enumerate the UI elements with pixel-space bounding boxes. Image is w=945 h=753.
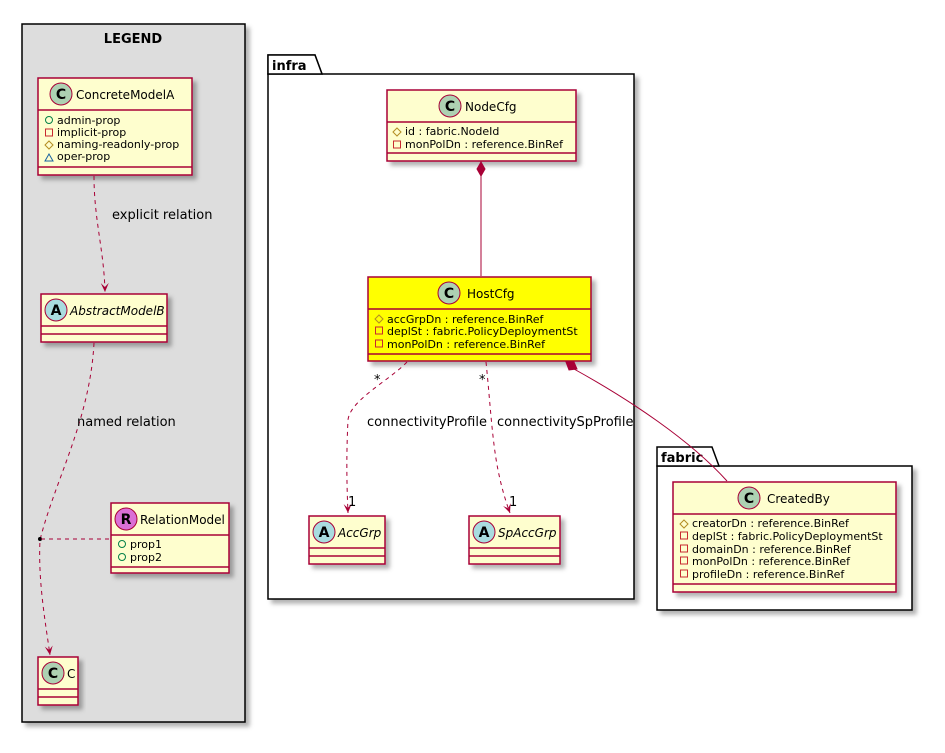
explicit-relation-arrow: explicit relation xyxy=(93,175,212,293)
class-name: SpAccGrp xyxy=(498,526,557,540)
visibility-public-icon xyxy=(118,540,126,548)
class-accgrp: A AccGrp xyxy=(308,515,386,565)
connectivity-sp-profile-arrow: * connectivitySpProfile 1 xyxy=(479,361,633,514)
visibility-private-icon xyxy=(375,339,383,348)
visibility-private-icon xyxy=(680,531,688,540)
class-hostcfg: C HostCfg accGrpDn : reference.BinRef de… xyxy=(367,276,592,362)
target-multiplicity: 1 xyxy=(509,495,517,510)
visibility-private-icon xyxy=(680,544,688,553)
composition-diamond-icon xyxy=(565,361,578,371)
visibility-protected-icon xyxy=(679,519,689,529)
svg-text:A: A xyxy=(51,303,62,319)
svg-text:C: C xyxy=(48,666,58,682)
svg-text:C: C xyxy=(744,491,754,507)
attribute: profileDn : reference.BinRef xyxy=(692,568,845,581)
svg-text:A: A xyxy=(479,525,490,541)
class-stereotype-r-icon xyxy=(114,507,138,531)
class-name: ConcreteModelA xyxy=(76,88,175,102)
visibility-public-icon xyxy=(45,116,53,124)
source-multiplicity: * xyxy=(374,373,381,388)
class-name: HostCfg xyxy=(467,287,515,301)
class-stereotype-c-icon xyxy=(49,82,73,106)
visibility-private-icon xyxy=(680,569,688,578)
composition-hostcfg-createdby xyxy=(565,361,728,482)
class-name: CreatedBy xyxy=(767,492,830,506)
attribute: deplSt : fabric.PolicyDeploymentSt xyxy=(692,530,883,543)
attribute: monPolDn : reference.BinRef xyxy=(387,338,546,351)
class-concrete-model-a: C ConcreteModelA admin-prop implicit-pro… xyxy=(37,77,193,176)
class-name: C xyxy=(67,667,75,681)
class-stereotype-c-icon xyxy=(437,281,461,305)
class-stereotype-a-icon xyxy=(312,520,336,544)
class-nodecfg: C NodeCfg id : fabric.NodeId monPolDn : … xyxy=(386,89,577,162)
attribute: prop2 xyxy=(130,551,162,564)
svg-text:A: A xyxy=(319,525,330,541)
connectivity-sp-profile-label: connectivitySpProfile xyxy=(497,415,633,430)
class-c: C C xyxy=(37,656,79,706)
visibility-protected-icon xyxy=(392,127,402,137)
named-relation-label: named relation xyxy=(77,415,176,430)
visibility-private-icon xyxy=(45,128,53,137)
attribute: domainDn : reference.BinRef xyxy=(692,543,852,556)
class-name: AccGrp xyxy=(337,526,382,540)
visibility-package-icon xyxy=(44,152,54,162)
explicit-relation-label: explicit relation xyxy=(112,208,212,223)
svg-text:R: R xyxy=(121,512,132,528)
class-name: RelationModel xyxy=(140,513,225,527)
legend-title: LEGEND xyxy=(104,32,163,47)
attribute: oper-prop xyxy=(57,150,110,163)
association-point xyxy=(38,537,42,541)
package-title: infra xyxy=(272,59,307,74)
class-stereotype-c-icon xyxy=(438,94,462,118)
connectivity-profile-arrow: * connectivityProfile 1 xyxy=(343,361,487,514)
named-relation-arrow: named relation xyxy=(38,342,176,656)
class-createdby: C CreatedBy creatorDn : reference.BinRef… xyxy=(672,481,897,593)
visibility-public-icon xyxy=(118,553,126,561)
visibility-protected-icon xyxy=(44,140,54,150)
visibility-private-icon xyxy=(375,326,383,335)
attribute: naming-readonly-prop xyxy=(57,138,179,151)
class-abstract-model-b: A AbstractModelB xyxy=(40,293,168,343)
svg-text:C: C xyxy=(56,87,66,103)
class-stereotype-c-icon xyxy=(41,661,65,685)
attribute: accGrpDn : reference.BinRef xyxy=(387,313,545,326)
package-title: fabric xyxy=(661,451,703,466)
composition-diamond-icon xyxy=(476,160,486,178)
attribute: id : fabric.NodeId xyxy=(405,125,499,138)
class-stereotype-a-icon xyxy=(44,298,68,322)
visibility-protected-icon xyxy=(374,314,384,324)
visibility-private-icon xyxy=(393,140,401,149)
class-relation-model: R RelationModel prop1 prop2 xyxy=(110,502,230,574)
attribute: implicit-prop xyxy=(57,126,126,139)
attribute: admin-prop xyxy=(57,114,120,127)
class-stereotype-c-icon xyxy=(737,486,761,510)
class-spaccgrp: A SpAccGrp xyxy=(468,515,561,565)
attribute: monPolDn : reference.BinRef xyxy=(405,138,564,151)
attribute: creatorDn : reference.BinRef xyxy=(692,517,850,530)
class-stereotype-a-icon xyxy=(472,520,496,544)
target-multiplicity: 1 xyxy=(348,495,356,510)
composition-nodecfg-hostcfg xyxy=(476,160,486,276)
attribute: monPolDn : reference.BinRef xyxy=(692,555,851,568)
class-name: NodeCfg xyxy=(465,100,517,114)
attribute: deplSt : fabric.PolicyDeploymentSt xyxy=(387,325,578,338)
class-name: AbstractModelB xyxy=(69,304,165,318)
svg-text:C: C xyxy=(445,99,455,115)
visibility-private-icon xyxy=(680,556,688,565)
source-multiplicity: * xyxy=(479,373,486,388)
svg-text:C: C xyxy=(444,286,454,302)
attribute: prop1 xyxy=(130,538,162,551)
connectivity-profile-label: connectivityProfile xyxy=(367,415,487,430)
